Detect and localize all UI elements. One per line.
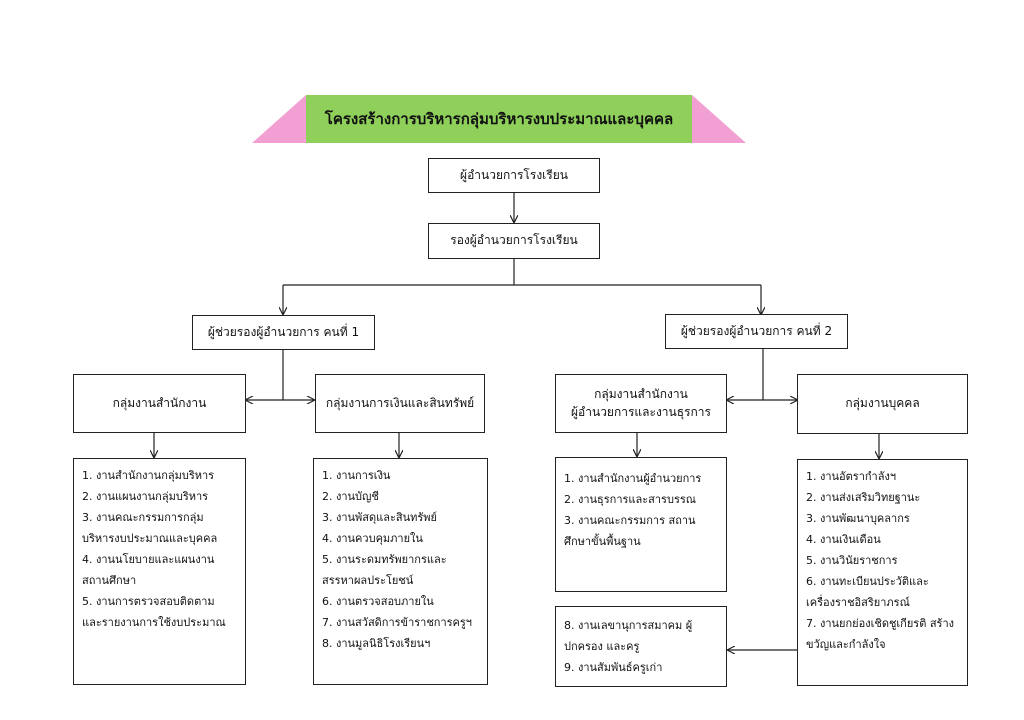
node-director-office-group-line-1: กลุ่มงานสำนักงาน bbox=[594, 387, 688, 402]
list-item: 3. งานคณะกรรมการกลุ่ม บริหารงบประมาณและบ… bbox=[82, 511, 218, 545]
node-personnel-group: กลุ่มงานบุคคล bbox=[797, 374, 968, 434]
node-finance-group-label: กลุ่มงานการเงินและสินทรัพย์ bbox=[325, 395, 475, 410]
node-director-office-group-line-2: ผู้อำนวยการและงานธุรการ bbox=[571, 404, 711, 419]
list-item: 5. งานการตรวจสอบติดตาม และรายงานการใช้งบ… bbox=[82, 595, 226, 629]
list-finance: 1. งานการเงิน 2. งานบัญชี 3. งานพัสดุและ… bbox=[313, 458, 488, 685]
list-item: 2. งานบัญชี bbox=[322, 490, 379, 503]
list-item: 3. งานพัสดุและสินทรัพย์ bbox=[322, 511, 437, 524]
list-item: 8. งานมูลนิธิโรงเรียนฯ bbox=[322, 637, 431, 650]
node-deputy-label: รองผู้อำนวยการโรงเรียน bbox=[450, 233, 578, 248]
node-assistant-1: ผู้ช่วยรองผู้อำนวยการ คนที่ 1 bbox=[192, 315, 375, 350]
list-item: 5. งานระดมทรัพยากรและ สรรหาผลประโยชน์ bbox=[322, 553, 447, 587]
list-item: 4. งานควบคุมภายใน bbox=[322, 532, 423, 545]
list-item: 6. งานทะเบียนประวัติและ เครื่องราชอิสริย… bbox=[806, 575, 929, 609]
list-item: 3. งานคณะกรรมการ สถานศึกษาขั้นพื้นฐาน bbox=[564, 514, 696, 548]
list-office: 1. งานสำนักงานกลุ่มบริหาร 2. งานแผนงานกล… bbox=[73, 458, 246, 685]
chart-title: โครงสร้างการบริหารกลุ่มบริหารงบประมาณและ… bbox=[324, 110, 674, 128]
list-item: 3. งานพัฒนาบุคลากร bbox=[806, 512, 910, 525]
node-assistant-2: ผู้ช่วยรองผู้อำนวยการ คนที่ 2 bbox=[665, 314, 848, 349]
node-office-group-label: กลุ่มงานสำนักงาน bbox=[112, 395, 207, 410]
list-item: 1. งานอัตรากำลังฯ bbox=[806, 470, 897, 483]
list-item: 9. งานสัมพันธ์ครูเก่า bbox=[564, 661, 663, 674]
list-director-office: 1. งานสำนักงานผู้อำนวยการ 2. งานธุรการแล… bbox=[555, 457, 727, 592]
list-item: 4. งานนโยบายและแผนงาน สถานศึกษา bbox=[82, 553, 215, 587]
node-personnel-group-label: กลุ่มงานบุคคล bbox=[845, 396, 920, 411]
list-personnel: 1. งานอัตรากำลังฯ 2. งานส่งเสริมวิทยฐานะ… bbox=[797, 459, 968, 686]
list-item: 2. งานส่งเสริมวิทยฐานะ bbox=[806, 491, 921, 504]
node-director-label: ผู้อำนวยการโรงเรียน bbox=[460, 167, 568, 182]
node-office-group: กลุ่มงานสำนักงาน bbox=[73, 374, 246, 433]
list-item: 1. งานสำนักงานกลุ่มบริหาร bbox=[82, 469, 215, 482]
node-assistant-2-label: ผู้ช่วยรองผู้อำนวยการ คนที่ 2 bbox=[680, 323, 833, 338]
list-item: 4. งานเงินเดือน bbox=[806, 533, 881, 546]
list-item: 2. งานแผนงานกลุ่มบริหาร bbox=[82, 490, 209, 503]
node-director: ผู้อำนวยการโรงเรียน bbox=[428, 158, 600, 193]
node-director-office-group: กลุ่มงานสำนักงาน ผู้อำนวยการและงานธุรการ bbox=[555, 374, 727, 433]
list-item: 5. งานวินัยราชการ bbox=[806, 554, 898, 567]
list-item: 8. งานเลขานุการสมาคม ผู้ปกครอง และครู bbox=[564, 619, 693, 653]
list-item: 7. งานสวัสดิการข้าราชการครูฯ bbox=[322, 616, 472, 629]
list-item: 2. งานธุรการและสารบรรณ bbox=[564, 493, 696, 506]
banner-left-wing bbox=[252, 95, 306, 143]
node-assistant-1-label: ผู้ช่วยรองผู้อำนวยการ คนที่ 1 bbox=[207, 324, 360, 339]
node-deputy: รองผู้อำนวยการโรงเรียน bbox=[428, 223, 600, 259]
list-item: 1. งานการเงิน bbox=[322, 469, 391, 482]
node-finance-group: กลุ่มงานการเงินและสินทรัพย์ bbox=[315, 374, 485, 433]
list-extra: 8. งานเลขานุการสมาคม ผู้ปกครอง และครู 9.… bbox=[555, 606, 727, 687]
banner-right-wing bbox=[692, 95, 746, 143]
title-banner: โครงสร้างการบริหารกลุ่มบริหารงบประมาณและ… bbox=[306, 95, 692, 143]
list-item: 6. งานตรวจสอบภายใน bbox=[322, 595, 434, 608]
list-item: 1. งานสำนักงานผู้อำนวยการ bbox=[564, 472, 702, 485]
list-item: 7. งานยกย่องเชิดชูเกียรติ สร้างขวัญและกำ… bbox=[806, 617, 955, 651]
